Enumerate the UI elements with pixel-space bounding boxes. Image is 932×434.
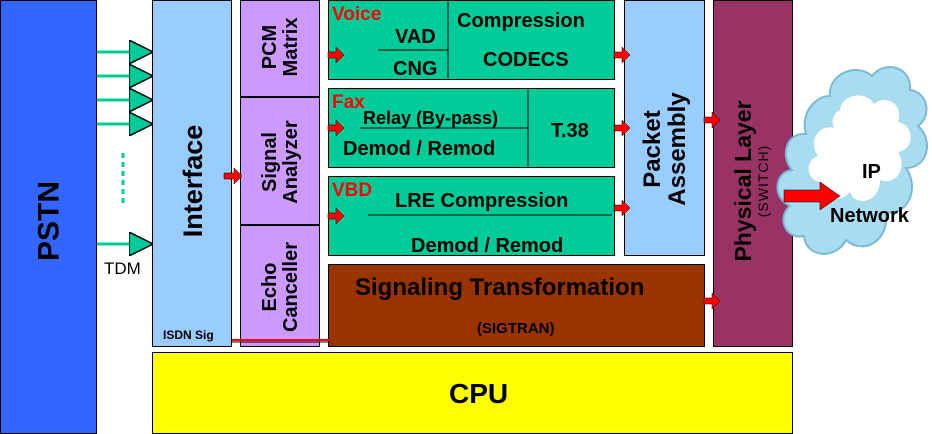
sigtran-label: (SIGTRAN) <box>477 320 555 337</box>
cpu-block: CPU <box>152 352 793 434</box>
signaling-block: Signaling Transformation (SIGTRAN) <box>328 264 705 347</box>
isdn-sig-label: ISDN Sig <box>163 328 214 342</box>
pcm-matrix-block: PCM Matrix <box>240 0 320 97</box>
tdm-label: TDM <box>104 259 141 278</box>
cpu-label: CPU <box>449 378 509 409</box>
voice-to-packet-arrow <box>613 46 631 64</box>
ip-label: IP <box>862 161 881 183</box>
echo-canceller-block: Echo Canceller <box>240 225 320 347</box>
packet-to-physical-arrow <box>703 111 721 129</box>
interface-block: Interface ISDN Sig <box>152 0 232 347</box>
compression-label: Compression <box>457 10 585 32</box>
codecs-label: CODECS <box>483 49 569 71</box>
signaling-to-physical-arrow <box>703 292 721 310</box>
network-label: Network <box>830 205 909 227</box>
vbd-to-packet-arrow <box>613 199 631 217</box>
signaling-title: Signaling Transformation <box>355 274 645 301</box>
relay-label: Relay (By-pass) <box>363 108 499 128</box>
interface-to-analyzer-arrow <box>223 167 243 185</box>
fax-tag: Fax <box>332 92 365 113</box>
fax-demod-label: Demod / Remod <box>343 138 496 160</box>
pstn-block: PSTN <box>0 0 97 434</box>
vbd-tag: VBD <box>332 180 373 201</box>
cng-label: CNG <box>393 58 438 80</box>
lre-label: LRE Compression <box>395 190 569 212</box>
vbd-demod-label: Demod / Remod <box>411 235 564 257</box>
fax-to-packet-arrow <box>613 119 631 137</box>
vad-label: VAD <box>395 26 436 48</box>
vbd-block: VBD LRE Compression Demod / Remod <box>328 176 615 256</box>
physical-to-network-arrow <box>783 181 841 211</box>
into-fax-arrow <box>327 119 345 137</box>
t38-label: T.38 <box>551 120 589 142</box>
into-voice-arrow <box>327 46 345 64</box>
voice-tag: Voice <box>332 4 382 25</box>
physical-layer-block: Physical Layer (SWITCH) <box>713 0 793 347</box>
voice-block: Voice VAD CNG Compression CODECS <box>328 0 615 80</box>
signal-analyzer-block: Signal Analyzer <box>240 97 320 225</box>
ip-network-cloud <box>776 66 928 255</box>
into-vbd-arrow <box>327 207 345 225</box>
